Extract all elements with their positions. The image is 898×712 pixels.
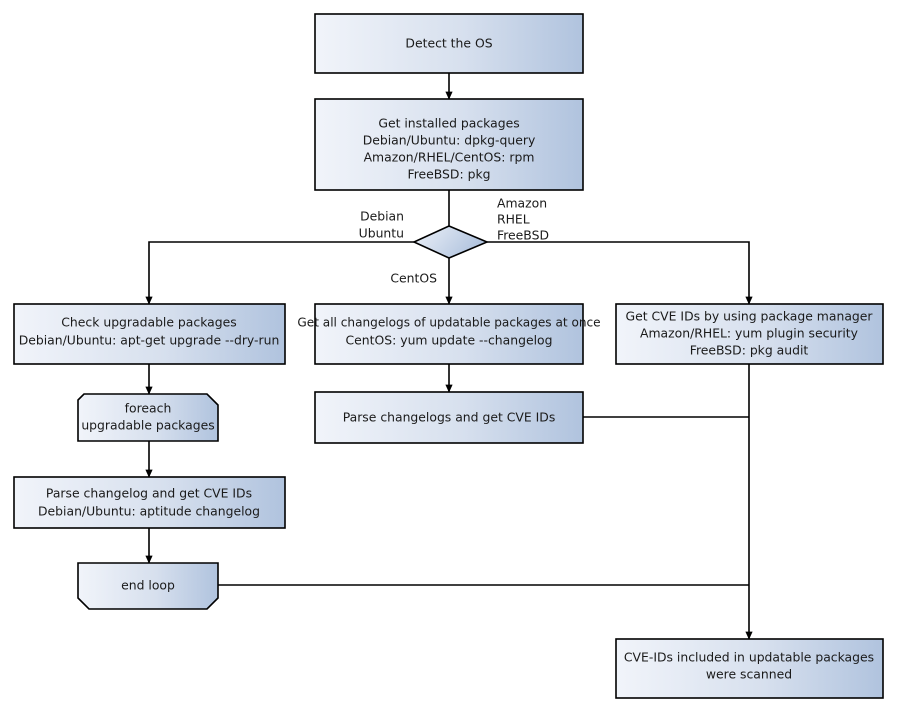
check-upgradable-line-2: Debian/Ubuntu: apt-get upgrade --dry-run	[19, 333, 280, 348]
detect-os-box[interactable]	[314, 13, 584, 74]
get-all-changelogs-box[interactable]	[314, 303, 584, 365]
scan-complete-line-2: were scanned	[706, 667, 792, 682]
edge-label-debian-line-1: Debian	[360, 209, 404, 224]
check-upgradable-box[interactable]	[13, 303, 286, 365]
node-os-decision[interactable]	[412, 225, 490, 259]
edge-label-debian-line-2: Ubuntu	[359, 226, 404, 241]
parse-changelogs-centos-box[interactable]	[314, 391, 584, 444]
node-parse-changelog-debian[interactable]: Parse changelog and get CVE IDs Debian/U…	[13, 476, 286, 529]
node-detect-os[interactable]: Detect the OS	[314, 13, 584, 74]
parse-changelogs-centos-label: Parse changelogs and get CVE IDs	[343, 410, 556, 425]
node-end-loop[interactable]: end loop	[77, 562, 219, 610]
parse-changelog-debian-box[interactable]	[13, 476, 286, 529]
node-check-upgradable[interactable]: Check upgradable packages Debian/Ubuntu:…	[13, 303, 286, 365]
scan-complete-box[interactable]	[615, 638, 884, 699]
edge-decision-to-get-cve-ids	[487, 241, 753, 305]
get-installed-packages-line-1: Get installed packages	[378, 116, 519, 131]
node-parse-changelogs-centos[interactable]: Parse changelogs and get CVE IDs	[314, 391, 584, 444]
parse-changelog-debian-line-1: Parse changelog and get CVE IDs	[46, 486, 252, 501]
end-loop-shape[interactable]	[77, 562, 219, 610]
get-installed-packages-line-2: Debian/Ubuntu: dpkg-query	[363, 133, 536, 148]
foreach-loop-start-line-1: foreach	[125, 401, 172, 416]
get-cve-ids-pkgmgr-box[interactable]	[615, 303, 884, 365]
scan-complete-line-1: CVE-IDs included in updatable packages	[624, 650, 874, 665]
os-decision-diamond[interactable]	[412, 225, 490, 259]
node-get-all-changelogs[interactable]: Get all changelogs of updatable packages…	[297, 303, 601, 365]
edge-label-amazon-line-2: RHEL	[497, 212, 530, 227]
detect-os-label: Detect the OS	[405, 36, 492, 51]
check-upgradable-line-1: Check upgradable packages	[61, 315, 236, 330]
edge-label-amazon-line-1: Amazon	[497, 196, 547, 211]
edge-label-amazon-rhel-freebsd: Amazon RHEL FreeBSD	[497, 196, 549, 243]
get-installed-packages-line-4: FreeBSD: pkg	[407, 167, 490, 182]
edges-group	[145, 73, 753, 640]
get-all-changelogs-line-2: CentOS: yum update --changelog	[346, 333, 553, 348]
get-installed-packages-line-3: Amazon/RHEL/CentOS: rpm	[364, 150, 535, 165]
edge-label-debian-ubuntu: Debian Ubuntu	[359, 209, 404, 241]
get-installed-packages-box[interactable]	[314, 98, 584, 191]
edge-decision-to-check-upgradable	[145, 241, 414, 305]
end-loop-label: end loop	[121, 578, 175, 593]
foreach-loop-start-line-2: upgradable packages	[81, 418, 214, 433]
node-scan-complete[interactable]: CVE-IDs included in updatable packages w…	[615, 638, 884, 699]
edge-label-amazon-line-3: FreeBSD	[497, 228, 549, 243]
node-foreach-loop-start[interactable]: foreach upgradable packages	[77, 393, 219, 442]
parse-changelog-debian-line-2: Debian/Ubuntu: aptitude changelog	[38, 504, 260, 519]
get-all-changelogs-line-1: Get all changelogs of updatable packages…	[297, 316, 600, 330]
node-get-cve-ids-pkgmgr[interactable]: Get CVE IDs by using package manager Ama…	[615, 303, 884, 365]
node-get-installed-packages[interactable]: Get installed packages Debian/Ubuntu: dp…	[314, 98, 584, 191]
edge-label-centos: CentOS	[390, 271, 437, 286]
get-cve-ids-pkgmgr-line-1: Get CVE IDs by using package manager	[626, 309, 874, 324]
foreach-loop-start-shape[interactable]	[77, 393, 219, 442]
get-cve-ids-pkgmgr-line-2: Amazon/RHEL: yum plugin security	[640, 326, 858, 341]
edge-label-centos-line-1: CentOS	[390, 271, 437, 286]
get-cve-ids-pkgmgr-line-3: FreeBSD: pkg audit	[690, 343, 809, 358]
